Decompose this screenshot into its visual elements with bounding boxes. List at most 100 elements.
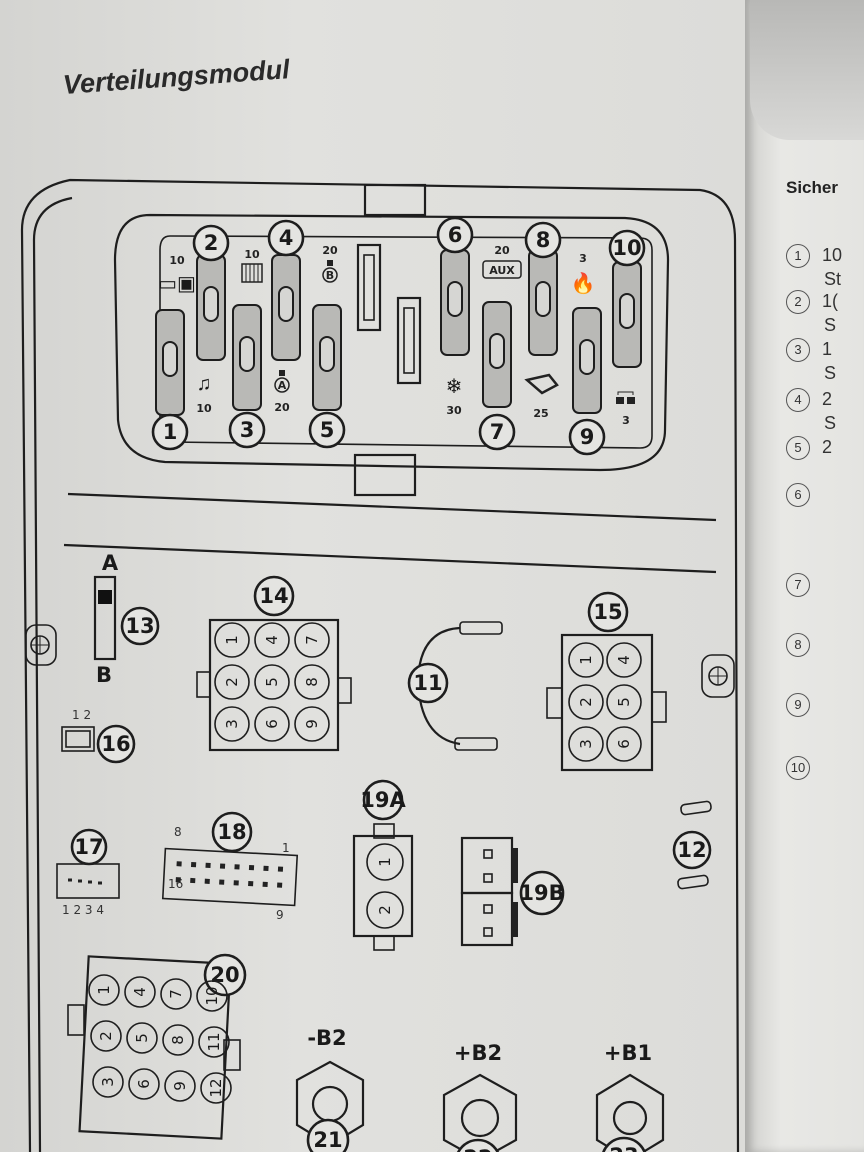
- terminal-21[interactable]: -B2 21: [295, 1026, 365, 1152]
- svg-text:B: B: [96, 663, 112, 687]
- pin-10: [196, 980, 228, 1012]
- pin-dot: [176, 861, 182, 867]
- pin-dot: [248, 880, 254, 887]
- fuse-list-item: 9: [786, 693, 864, 739]
- svg-text:8: 8: [174, 825, 182, 839]
- fuse-10[interactable]: 10: [608, 229, 646, 368]
- fuse-rating-1: 10: [169, 254, 185, 267]
- fuse-number: 9: [580, 425, 595, 449]
- fuse-number: 2: [204, 231, 219, 255]
- pin-label: 10: [203, 986, 221, 1005]
- pin-label: 1: [223, 635, 241, 645]
- svg-text:19A: 19A: [360, 788, 406, 812]
- pin-7: [294, 622, 330, 658]
- aux-icon: AUX: [482, 260, 522, 279]
- fuse-number: 6: [448, 223, 463, 247]
- pin-5: [606, 684, 642, 720]
- divider-line: [63, 543, 717, 574]
- pin-4: [606, 642, 642, 678]
- pin-1: [568, 642, 604, 678]
- svg-text:14: 14: [259, 584, 288, 608]
- fuse-number: 1: [163, 420, 178, 444]
- battery-icon: [616, 391, 635, 404]
- item-text-line2: St: [824, 269, 842, 289]
- fuse-number: 8: [536, 228, 551, 252]
- svg-text:22: 22: [463, 1146, 492, 1152]
- fuse-3[interactable]: 3: [228, 304, 266, 449]
- fuse-number: 3: [240, 418, 255, 442]
- svg-text:-B2: -B2: [307, 1026, 346, 1050]
- fuse-rating-9: 3: [579, 252, 587, 265]
- svg-text:18: 18: [217, 820, 246, 844]
- item-number: 10: [786, 756, 810, 780]
- pin-2: [366, 891, 404, 929]
- pin-label: 1: [95, 985, 113, 995]
- snowflake-icon: ❄: [446, 376, 463, 398]
- pin-label: 5: [133, 1033, 151, 1043]
- item-text-line2: S: [824, 315, 837, 335]
- fuse-5[interactable]: 5: [308, 304, 346, 449]
- fuse-2[interactable]: 2: [192, 224, 230, 361]
- fuse-8[interactable]: 8: [524, 221, 562, 356]
- fuse-9[interactable]: 9: [568, 307, 606, 456]
- svg-text:1 2 3 4: 1 2 3 4: [62, 903, 104, 917]
- pin-8: [162, 1024, 194, 1056]
- lamp-a-icon: A: [274, 370, 290, 393]
- pin-label: 9: [171, 1081, 189, 1091]
- fuse-6[interactable]: 6: [436, 216, 474, 356]
- terminal-22[interactable]: +B2 22: [442, 1041, 518, 1152]
- pin-2: [214, 664, 250, 700]
- item-text: 1: [822, 339, 833, 359]
- item-number: 8: [786, 633, 810, 657]
- item-number: 7: [786, 573, 810, 597]
- radiator-icon: [241, 263, 263, 283]
- switch-13[interactable]: A B 13: [93, 551, 160, 687]
- pin-dot: [233, 880, 239, 886]
- pin-dot: [204, 878, 210, 884]
- mounting-screw-left-icon: [25, 624, 57, 666]
- pin-dot: [234, 864, 240, 870]
- fuse-7[interactable]: 7: [478, 301, 516, 451]
- pin-1: [366, 843, 404, 881]
- pin-label: 4: [263, 635, 281, 645]
- pin-dot: [175, 877, 181, 883]
- pin-dot: [219, 879, 225, 885]
- pin-2: [568, 684, 604, 720]
- svg-text:AUX: AUX: [489, 264, 515, 277]
- pin-3: [568, 726, 604, 762]
- mounting-screw-right-icon: [701, 654, 735, 698]
- fuse-rating-6: 30: [446, 404, 462, 417]
- pin-label: 6: [615, 739, 633, 749]
- pin-label: 1: [376, 857, 394, 867]
- pin-5: [254, 664, 290, 700]
- item-number: 1: [786, 244, 810, 268]
- terminal-23[interactable]: +B1 23: [595, 1041, 665, 1152]
- fuse-rating-10: 3: [622, 414, 630, 427]
- pin-dot: [277, 882, 283, 888]
- pin-5: [126, 1022, 158, 1054]
- svg-text:20: 20: [210, 963, 239, 987]
- connector-17: 17 1 2 3 4: [56, 828, 120, 917]
- fuse-number: 4: [279, 226, 294, 250]
- fuse-4[interactable]: 4: [267, 219, 305, 361]
- module-housing: [20, 178, 740, 1152]
- pin-label: 7: [303, 635, 321, 645]
- pin-label: 8: [303, 677, 321, 687]
- pin-label: 4: [131, 987, 149, 997]
- pin-9: [294, 706, 330, 742]
- pin-3: [92, 1066, 124, 1098]
- item-number: 3: [786, 338, 810, 362]
- pin-label: 11: [205, 1032, 223, 1051]
- fuse-list-item: 7: [786, 573, 864, 619]
- pin-label: 3: [223, 719, 241, 729]
- pin-8: [294, 664, 330, 700]
- pin-label: 2: [577, 697, 595, 707]
- fuse-1[interactable]: 1: [151, 309, 189, 451]
- svg-text:1: 1: [282, 841, 290, 855]
- connector-16: 1 2 16: [61, 708, 136, 764]
